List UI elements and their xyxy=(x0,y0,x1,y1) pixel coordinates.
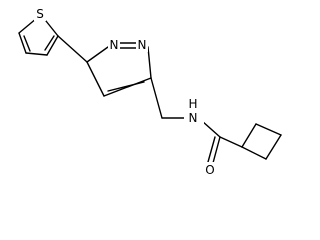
bond-n-c xyxy=(147,46,152,79)
bond-cb-2 xyxy=(255,123,282,136)
pyrazole-n1-label: N xyxy=(110,38,119,52)
cyclobutane-ring xyxy=(241,123,282,160)
atom-carbonyl-oxygen: O xyxy=(204,162,216,177)
bond-carbonyl-o xyxy=(212,136,221,164)
thiophene-ring xyxy=(18,17,59,56)
bond-cb-1 xyxy=(241,123,257,148)
bond-c3-c2 xyxy=(46,35,59,56)
bond-carbonyl-ring xyxy=(219,136,243,148)
bond-c-c-double-inner xyxy=(107,81,145,92)
bond-carbonyl-o-double xyxy=(207,136,216,163)
molecule-structure: S N N N H O xyxy=(18,7,282,177)
bond-cb-4 xyxy=(241,146,267,160)
carbonyl-o-label: O xyxy=(205,163,214,177)
bond-c2-s xyxy=(45,20,59,37)
atom-amide-nh: N H xyxy=(184,97,204,125)
amide-h-label: H xyxy=(188,97,197,111)
atom-sulfur: S xyxy=(34,7,46,21)
bond-c3-c2-inner xyxy=(44,35,55,51)
atom-pyrazole-n1: N xyxy=(108,38,120,52)
bond-c-ch2 xyxy=(150,77,163,119)
bond-c-c3h xyxy=(86,61,105,97)
atom-pyrazole-n2: N xyxy=(136,38,148,52)
bond-c5-c4-inner xyxy=(23,35,31,52)
sulfur-label: S xyxy=(36,7,44,21)
bond-n-carbonyl xyxy=(201,120,221,138)
amide-n-label: N xyxy=(189,111,198,125)
pyrazole-ring xyxy=(86,42,152,97)
bond-cb-3 xyxy=(265,134,282,160)
bond-c5-c4 xyxy=(18,32,27,54)
bond-c4-c3 xyxy=(25,52,48,56)
bond-c3h-n xyxy=(86,46,109,63)
bond-c-c-double xyxy=(103,77,152,97)
bond-thiophene-pyrazole xyxy=(57,35,88,63)
pyrazole-n2-label: N xyxy=(138,38,147,52)
